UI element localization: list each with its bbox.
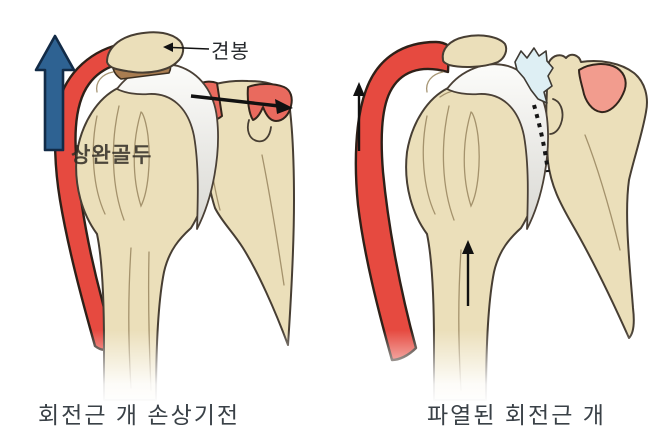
torn-cuff-stump [514,47,554,104]
coracoid-notch-line [246,119,272,143]
scapula-notch-line [549,98,564,135]
acromion-pointer-arrowhead-icon [163,42,173,52]
humeral-head-label: 상완골두 [71,144,153,167]
scapula-right [545,53,648,339]
retracted-muscle-salmon [578,63,627,114]
humeral-head-cartilage-right [446,63,549,230]
bone-texture-line [133,111,150,208]
bone-texture-line [463,111,480,208]
left-figure [34,31,295,401]
bone-texture-line [112,105,125,221]
upward-migration-arrowhead-icon [353,82,365,96]
bone-texture-line [92,115,106,215]
compression-arrow-shaft [190,94,280,108]
bone-texture-line [96,71,114,93]
compression-arrow-head-icon [275,99,293,114]
left-figure-caption: 회전근 개 손상기전 [38,402,241,428]
acromion-left [106,31,185,74]
acromion-pointer-line [171,46,210,50]
scapula-texture-line [584,134,621,251]
bone-texture-line [422,115,436,215]
humeral-head-cartilage-left [116,63,219,230]
acromion-label: 견봉 [211,41,250,63]
upward-force-arrow-icon [34,34,76,152]
acromion-right [441,34,508,68]
humerus-upward-arrowhead-icon [462,240,474,254]
scapula-texture-line [261,154,285,286]
scapula-left [196,79,295,346]
right-figure [353,34,648,401]
bottom-fade-overlay [0,330,652,405]
bone-texture-line [426,71,444,93]
right-figure-caption: 파열된 회전근 개 [427,402,606,428]
bone-texture-line [442,105,455,221]
